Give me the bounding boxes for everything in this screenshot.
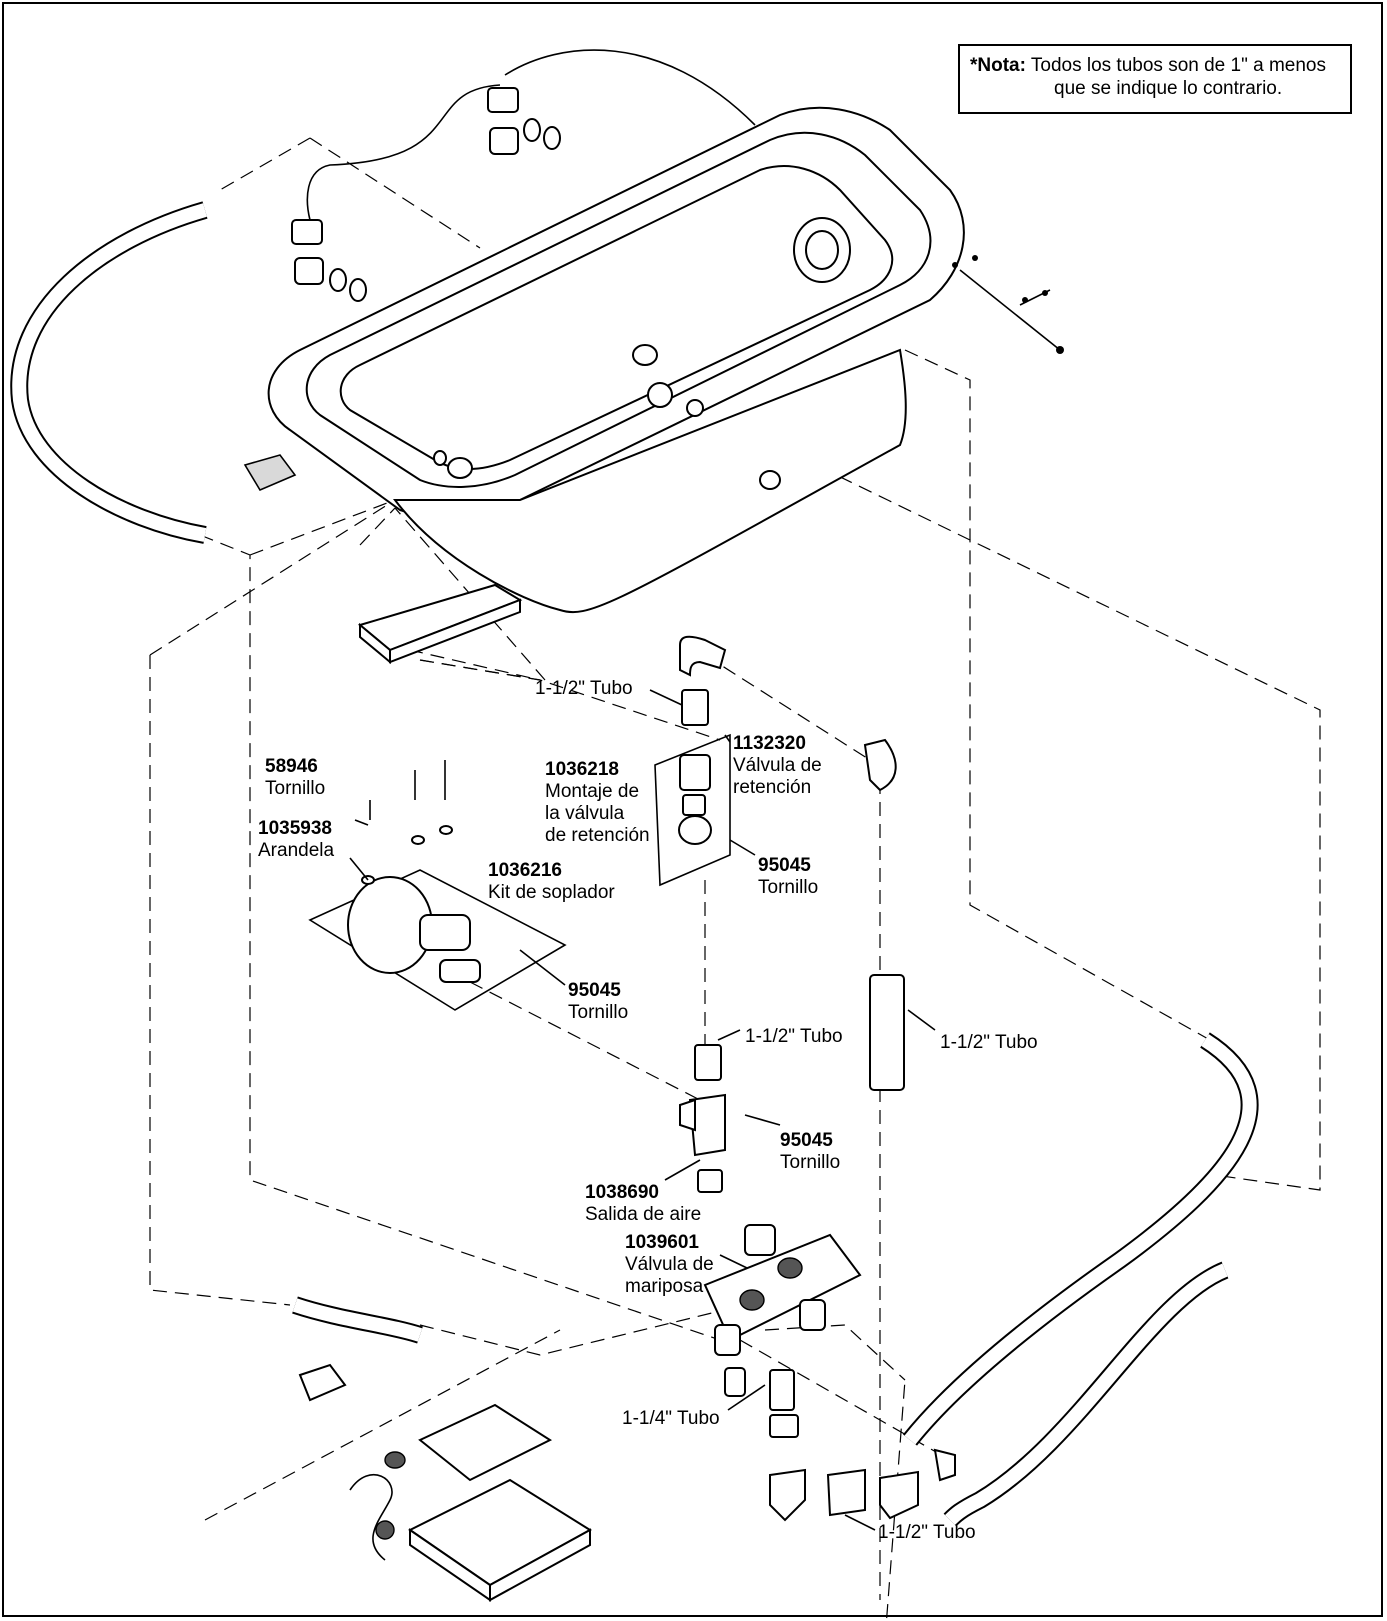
tubo-right-text: 1-1/2" Tubo <box>940 1032 1038 1053</box>
check-valve-assembly <box>654 635 731 887</box>
tubo-top-text: 1-1/2" Tubo <box>535 678 633 699</box>
check-assembly-number: 1036218 <box>545 759 619 780</box>
screw-blower-text: Tornillo <box>568 1002 629 1023</box>
check-assembly-line2: la válvula <box>545 803 625 824</box>
blower-text: Kit de soplador <box>488 882 615 903</box>
label-check-valve: 1132320 Válvula de retención <box>733 733 822 799</box>
note-line1: Todos los tubos son de 1" a menos <box>1030 55 1326 76</box>
butterfly-line1: Válvula de <box>625 1254 714 1275</box>
label-screw-blower: 95045 Tornillo <box>568 980 628 1024</box>
note-prefix: *Nota: <box>970 55 1026 76</box>
label-screw-top: 58946 Tornillo <box>265 756 325 800</box>
check-valve-line1: Válvula de <box>733 755 822 776</box>
air-outlet-number: 1038690 <box>585 1182 659 1203</box>
label-air-outlet: 1038690 Salida de aire <box>585 1182 701 1226</box>
label-tubo-right: 1-1/2" Tubo <box>940 1032 1038 1054</box>
check-valve-line2: retención <box>733 777 812 798</box>
label-tubo-top: 1-1/2" Tubo <box>535 678 633 700</box>
check-valve-number: 1132320 <box>733 733 806 754</box>
access-bracket <box>243 454 297 492</box>
label-blower-kit: 1036216 Kit de soplador <box>488 860 615 904</box>
bathtub <box>267 106 965 614</box>
label-check-valve-assembly: 1036218 Montaje de la válvula de retenci… <box>545 759 650 847</box>
butterfly-valve-manifold <box>703 1224 862 1397</box>
label-screw-tee: 95045 Tornillo <box>780 1130 840 1174</box>
label-tubo-bottom: 1-1/2" Tubo <box>878 1522 976 1544</box>
wiring-harness <box>952 255 1064 354</box>
upper-fittings <box>291 87 561 302</box>
label-tubo-mid: 1-1/2" Tubo <box>745 1026 843 1048</box>
washer-number: 1035938 <box>258 818 332 839</box>
label-butterfly-valve: 1039601 Válvula de mariposa <box>625 1232 714 1298</box>
tubo-mid-text: 1-1/2" Tubo <box>745 1026 843 1047</box>
screw-check-text: Tornillo <box>758 877 819 898</box>
label-tubo-quarter: 1-1/4" Tubo <box>622 1408 720 1430</box>
screw-tee-number: 95045 <box>780 1130 833 1151</box>
screw-top-number: 58946 <box>265 756 318 777</box>
label-screw-check: 95045 Tornillo <box>758 855 818 899</box>
controller-assembly <box>298 1363 592 1602</box>
blower-number: 1036216 <box>488 860 562 881</box>
air-outlet-text: Salida de aire <box>585 1204 702 1225</box>
label-washer: 1035938 Arandela <box>258 818 334 862</box>
screw-blower-number: 95045 <box>568 980 621 1001</box>
pipes <box>679 738 956 1522</box>
jet-fittings <box>433 344 781 490</box>
screw-check-number: 95045 <box>758 855 811 876</box>
note-box: *Nota: Todos los tubos son de 1" a menos… <box>958 44 1352 114</box>
check-assembly-line3: de retención <box>545 825 650 846</box>
screws <box>361 760 453 885</box>
screw-top-text: Tornillo <box>265 778 326 799</box>
butterfly-line2: mariposa <box>625 1276 704 1297</box>
leader-lines <box>349 689 936 1531</box>
check-assembly-line1: Montaje de <box>545 781 640 802</box>
mounting-board <box>357 583 523 665</box>
blower <box>308 869 567 1011</box>
washer-text: Arandela <box>258 840 335 861</box>
note-line2: que se indique lo contrario. <box>1054 78 1283 99</box>
flex-hoses <box>10 49 1259 1527</box>
tubo-quarter-text: 1-1/4" Tubo <box>622 1408 720 1429</box>
butterfly-number: 1039601 <box>625 1232 699 1253</box>
screw-tee-text: Tornillo <box>780 1152 841 1173</box>
tubo-bottom-text: 1-1/2" Tubo <box>878 1522 976 1543</box>
